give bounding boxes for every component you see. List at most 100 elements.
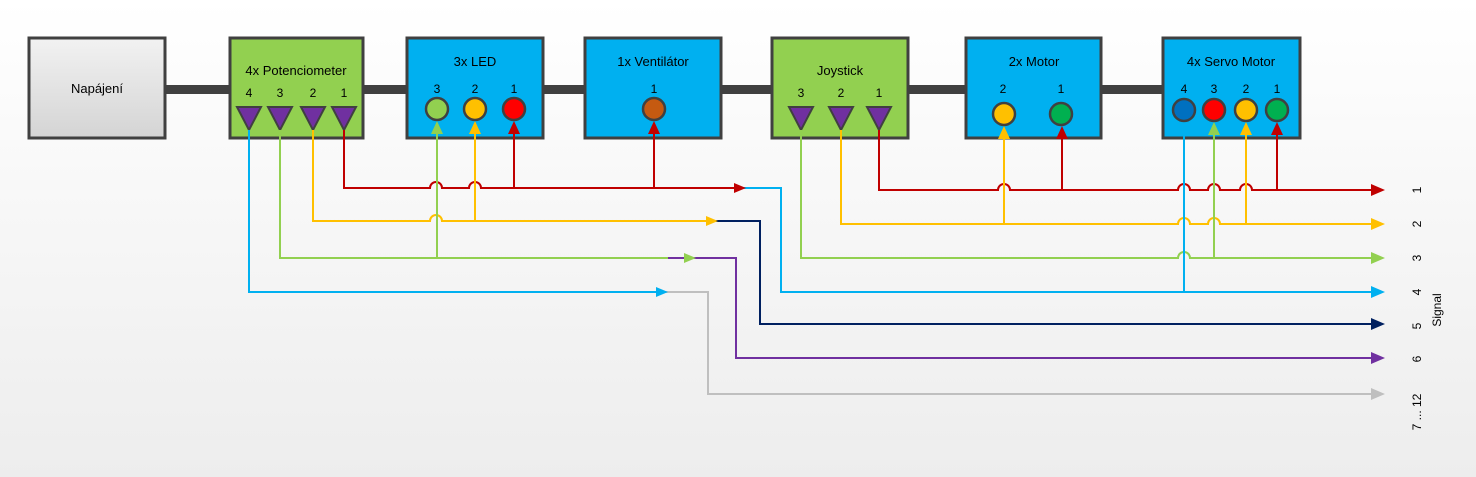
wire-bus4-main bbox=[735, 187, 1372, 293]
arrowhead bbox=[656, 287, 668, 297]
signal-wires bbox=[248, 124, 1372, 395]
arrowhead bbox=[684, 253, 696, 263]
module-title: 4x Potenciometer bbox=[245, 63, 347, 78]
pin-label: 2 bbox=[472, 82, 479, 96]
output-pin bbox=[865, 106, 893, 133]
bus-title: Signal bbox=[1430, 293, 1444, 326]
arrowhead bbox=[1371, 388, 1385, 400]
pin-label: 4 bbox=[246, 86, 253, 100]
bus-label-1: 1 bbox=[1410, 186, 1424, 193]
pin-label: 2 bbox=[1243, 82, 1250, 96]
pin-label: 1 bbox=[511, 82, 518, 96]
connector-bar bbox=[542, 85, 586, 94]
bus-label-5: 5 bbox=[1410, 322, 1424, 329]
input-pin bbox=[1201, 97, 1227, 123]
arrowhead bbox=[1371, 184, 1385, 196]
arrowhead bbox=[1178, 122, 1190, 135]
arrowhead bbox=[1056, 126, 1068, 139]
pin-label: 1 bbox=[1058, 82, 1065, 96]
module-box bbox=[964, 36, 1103, 140]
connector-bar bbox=[1100, 85, 1164, 94]
arrowhead bbox=[998, 126, 1010, 139]
bus-labels: 1 2 3 4 5 6 7 ... 12 Signal bbox=[1410, 186, 1444, 430]
pin-label: 2 bbox=[838, 86, 845, 100]
wire-pot2 bbox=[312, 130, 710, 222]
module-title: 2x Motor bbox=[1009, 54, 1060, 69]
wire-joy1-to-bus1 bbox=[878, 130, 1372, 191]
arrowhead bbox=[1271, 122, 1283, 135]
arrowhead bbox=[1371, 318, 1385, 330]
pin-label: 3 bbox=[277, 86, 284, 100]
wire-joy2-to-bus2 bbox=[840, 130, 1372, 225]
arrowhead bbox=[1371, 286, 1385, 298]
output-pin bbox=[266, 106, 294, 133]
module-motor: 2x Motor 2 1 bbox=[964, 36, 1103, 140]
module-title: Joystick bbox=[817, 63, 864, 78]
connector-bar bbox=[907, 85, 967, 94]
wire-bus5 bbox=[710, 220, 1372, 325]
arrowhead bbox=[1371, 252, 1385, 264]
input-pin bbox=[641, 96, 667, 122]
module-fan: 1x Ventilátor 1 bbox=[583, 36, 723, 140]
pin-label: 1 bbox=[1274, 82, 1281, 96]
module-title: 4x Servo Motor bbox=[1187, 54, 1276, 69]
module-servo: 4x Servo Motor 4 3 2 1 bbox=[1161, 36, 1302, 140]
wire-bus6 bbox=[688, 257, 1372, 359]
arrowhead bbox=[648, 121, 660, 134]
module-title: 3x LED bbox=[454, 54, 497, 69]
connector-bar bbox=[164, 85, 231, 94]
pin-label: 1 bbox=[341, 86, 348, 100]
input-pin bbox=[1048, 101, 1074, 127]
wire-pot1-to-fan bbox=[343, 130, 654, 189]
module-joystick: Joystick 3 2 1 bbox=[770, 36, 910, 140]
input-pin bbox=[501, 96, 527, 122]
module-power: Napájení bbox=[27, 36, 167, 140]
arrowhead bbox=[1208, 122, 1220, 135]
pin-label: 3 bbox=[1211, 82, 1218, 96]
arrowhead bbox=[1371, 352, 1385, 364]
bus-label-6: 6 bbox=[1410, 355, 1424, 362]
arrowhead bbox=[1240, 122, 1252, 135]
pin-label: 2 bbox=[1000, 82, 1007, 96]
input-pin bbox=[424, 96, 450, 122]
output-pin bbox=[787, 106, 815, 133]
connector-bar bbox=[362, 85, 408, 94]
arrowheads bbox=[431, 121, 1385, 400]
module-title: Napájení bbox=[71, 81, 123, 96]
bus-label-3: 3 bbox=[1410, 254, 1424, 261]
pin-label: 3 bbox=[798, 86, 805, 100]
arrowhead bbox=[508, 121, 520, 134]
pin-label: 2 bbox=[310, 86, 317, 100]
input-pin bbox=[462, 96, 488, 122]
module-box bbox=[27, 36, 167, 140]
bus-label-7-12: 7 ... 12 bbox=[1410, 393, 1424, 430]
connector-bar bbox=[720, 85, 773, 94]
bus-label-2: 2 bbox=[1410, 220, 1424, 227]
output-pin bbox=[827, 106, 855, 133]
pin-label: 3 bbox=[434, 82, 441, 96]
wire-bus7 bbox=[660, 291, 1372, 395]
input-pin bbox=[991, 101, 1017, 127]
output-pin bbox=[299, 106, 327, 133]
pin-label: 1 bbox=[651, 82, 658, 96]
wire-pot3 bbox=[279, 130, 688, 259]
arrowhead bbox=[431, 121, 443, 134]
module-potentiometer: 4x Potenciometer 4 3 2 1 bbox=[228, 36, 365, 140]
module-title: 1x Ventilátor bbox=[617, 54, 689, 69]
output-pin bbox=[330, 106, 358, 133]
arrowhead bbox=[706, 216, 718, 226]
arrowhead bbox=[734, 183, 746, 193]
output-pin bbox=[235, 106, 263, 133]
pin-label: 4 bbox=[1181, 82, 1188, 96]
wire-pot4 bbox=[248, 130, 660, 293]
pin-label: 1 bbox=[876, 86, 883, 100]
module-connectors bbox=[164, 85, 1164, 94]
input-pin bbox=[1171, 97, 1197, 123]
arrowhead bbox=[469, 121, 481, 134]
bus-label-4: 4 bbox=[1410, 288, 1424, 295]
input-pin bbox=[1233, 97, 1259, 123]
arrowhead bbox=[1371, 218, 1385, 230]
input-pin bbox=[1264, 97, 1290, 123]
module-box bbox=[583, 36, 723, 140]
